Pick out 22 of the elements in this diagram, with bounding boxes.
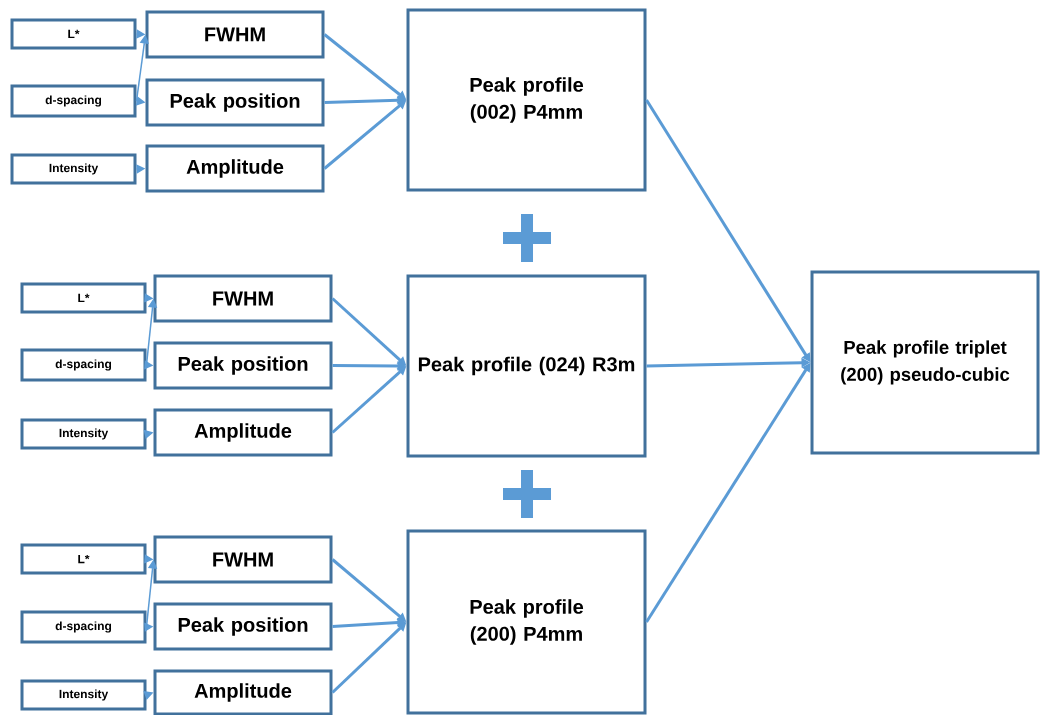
input-box: Intensity <box>10 153 137 185</box>
parameter-box: Peak position <box>153 602 333 651</box>
input-box: Intensity <box>20 418 147 450</box>
input-box: L* <box>10 18 137 50</box>
parameter-box: FWHM <box>145 10 325 59</box>
input-box: d-spacing <box>20 610 147 644</box>
parameter-box: Amplitude <box>153 669 333 715</box>
parameter-box: FWHM <box>153 535 333 584</box>
peak-profile-box: Peak profile (024) R3m <box>406 274 647 458</box>
peak-profile-box: Peak profile (002) P4mm <box>406 8 647 192</box>
input-box: d-spacing <box>20 348 147 382</box>
parameter-box: FWHM <box>153 274 333 323</box>
parameter-box: Amplitude <box>153 408 333 457</box>
parameter-box: Amplitude <box>145 144 325 193</box>
input-box: Intensity <box>20 679 147 711</box>
peak-profile-box: Peak profile (200) P4mm <box>406 529 647 715</box>
result-box: Peak profile triplet (200) pseudo-cubic <box>810 270 1040 455</box>
parameter-box: Peak position <box>145 78 325 127</box>
parameter-box: Peak position <box>153 341 333 390</box>
input-box: L* <box>20 543 147 575</box>
input-box: d-spacing <box>10 84 137 118</box>
input-box: L* <box>20 282 147 314</box>
